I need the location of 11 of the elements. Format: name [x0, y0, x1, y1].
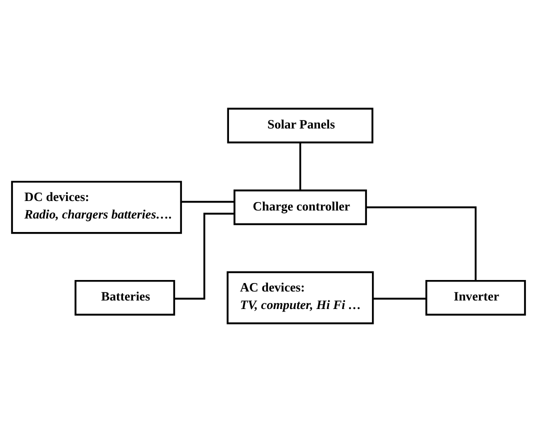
node-box: Inverter: [425, 279, 526, 316]
connector: [174, 212, 234, 300]
connector: [373, 297, 426, 300]
node-box: Solar Panels: [227, 107, 374, 143]
node-box: Batteries: [74, 279, 176, 316]
node-box: Charge controller: [234, 189, 367, 225]
connector: [181, 200, 234, 202]
connector: [299, 142, 302, 190]
node-box: DC devices: Radio, chargers batteries….: [11, 180, 182, 234]
node-box: AC devices: TV, computer, Hi Fi …: [226, 270, 374, 324]
connector: [366, 206, 477, 280]
